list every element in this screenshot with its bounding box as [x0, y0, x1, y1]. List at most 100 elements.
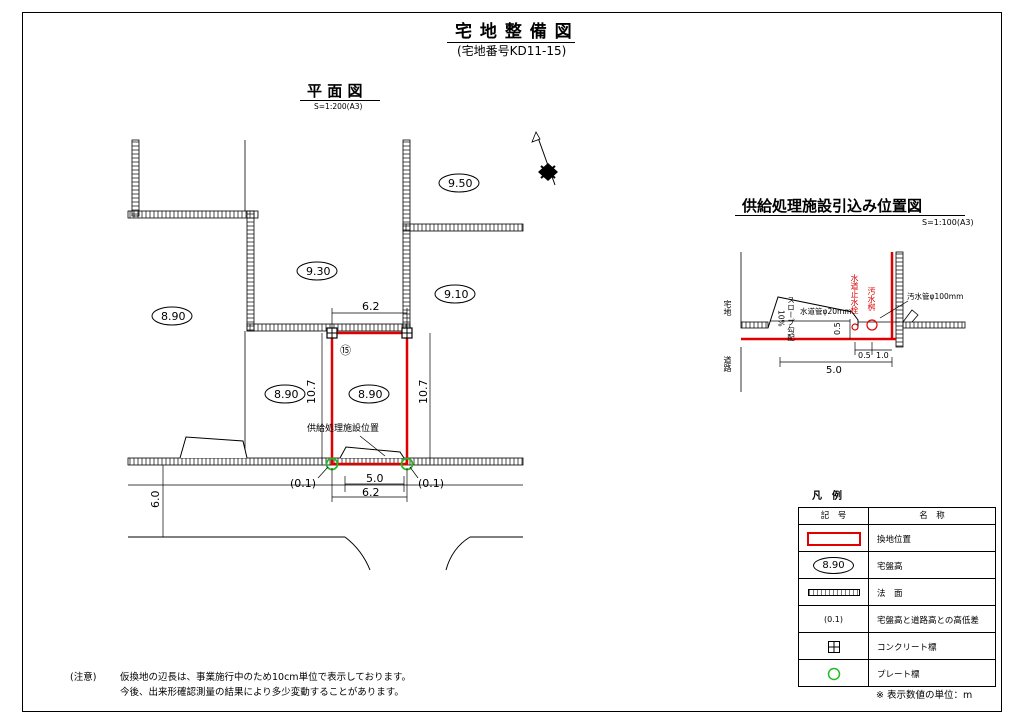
dimension-label: 5.0 — [366, 472, 384, 485]
legend-row: プレート標 — [799, 659, 995, 687]
supply-position-label: 供給処理施設位置 — [307, 424, 380, 434]
dimension-label: 0.5 — [858, 351, 871, 360]
elevation-ellipse — [348, 384, 390, 404]
legend-row: 8.90 宅盤高 — [799, 551, 995, 579]
elevation-ellipse — [434, 284, 476, 304]
leader-line — [409, 466, 419, 479]
supply-lot-label: 宅地 — [723, 300, 732, 316]
road-corner — [344, 536, 371, 571]
legend-symbol — [799, 579, 869, 606]
plan-title-underline — [300, 100, 380, 101]
legend-row: 法 面 — [799, 578, 995, 606]
slope-strip — [902, 321, 966, 329]
title-underline — [447, 42, 575, 43]
legend-symbol: (0.1) — [799, 606, 869, 633]
sewer-basin-label: 汚水桝 — [867, 287, 876, 311]
supply-road-label: 道路 — [723, 356, 732, 372]
height-diff-sample: (0.1) — [824, 615, 843, 624]
slope-strip — [127, 457, 524, 466]
legend-table: 記 号 名 称 換地位置 8.90 宅盤高 法 面 (0.1) 宅盤高と道路高と… — [798, 507, 996, 687]
road-corner — [445, 536, 471, 571]
legend-symbol — [799, 633, 869, 660]
legend-symbol: 8.90 — [799, 552, 869, 579]
water-pipe-label: 水道管φ20mm — [800, 307, 852, 316]
legend-symbol — [799, 525, 869, 552]
slope-sample — [807, 589, 860, 596]
unit-note: ※ 表示数値の単位：m — [876, 690, 973, 701]
water-valve-label: 水道止水栓 — [850, 274, 859, 314]
supply-view-scale: S=1:100(A3) — [922, 218, 974, 227]
concrete-marker-icon — [827, 640, 840, 653]
elevation-label: 8.90 — [358, 388, 383, 401]
dimension-label: 1.0 — [876, 351, 889, 360]
elevation-ellipse — [296, 261, 338, 281]
elevation-sample: 8.90 — [813, 557, 854, 574]
slope-strip — [740, 321, 769, 329]
legend-name: コンクリート標 — [877, 642, 937, 653]
sewer-basin-symbol — [866, 319, 878, 331]
lot-outline-sample — [806, 531, 861, 546]
legend-row: 換地位置 — [799, 524, 995, 552]
driveway-slope — [179, 436, 248, 459]
legend-symbol-header: 記 号 — [799, 508, 869, 524]
legend-name-header: 名 称 — [919, 511, 945, 521]
driveway-slope — [339, 446, 405, 459]
dimension-label: 5.0 — [826, 365, 842, 376]
leader-line — [359, 435, 386, 457]
slope-percent: 10% — [776, 310, 786, 327]
elevation-ellipse — [151, 306, 193, 326]
drawing-title: 宅 地 整 備 図 — [455, 22, 573, 42]
elevation-markers — [151, 173, 480, 404]
legend-row: コンクリート標 — [799, 632, 995, 660]
legend-name: プレート標 — [877, 669, 920, 680]
dimension-label: 6.2 — [362, 300, 380, 313]
elevation-label: 9.30 — [306, 265, 331, 278]
slope-label: スロープ勾配 — [786, 296, 796, 341]
drawing-frame — [22, 12, 1002, 712]
notes-label: (注意) — [70, 672, 97, 683]
dimension-label: 6.2 — [362, 486, 380, 499]
notes-line: 仮換地の辺長は、事業施行中のため10cm単位で表示しております。 — [120, 672, 412, 683]
north-arrow — [531, 131, 558, 186]
plan-view-title: 平 面 図 — [307, 82, 363, 100]
slope-strip — [131, 139, 140, 217]
slope-strip — [402, 139, 411, 332]
supply-title-underline — [735, 215, 965, 216]
drawing-subtitle: (宅地番号KD11-15) — [457, 44, 567, 58]
legend-name: 法 面 — [877, 588, 903, 599]
slope-strip — [895, 251, 904, 348]
elevation-label: 9.10 — [444, 288, 469, 301]
elevation-ellipse — [438, 173, 480, 193]
leader-line — [879, 300, 909, 319]
supply-view-title: 供給処理施設引込み位置図 — [742, 197, 923, 215]
dimension-label: 6.0 — [149, 490, 162, 509]
lot-number: ⑮ — [340, 344, 351, 357]
driveway-slope — [767, 296, 859, 329]
leader-line — [317, 466, 329, 479]
elevation-label: 8.90 — [161, 310, 186, 323]
height-diff-label: (0.1) — [418, 477, 445, 490]
water-valve-symbol — [851, 323, 859, 331]
dimension-label: 0.5 — [833, 322, 842, 335]
legend-title: 凡 例 — [812, 491, 842, 502]
elevation-label: 8.90 — [274, 388, 299, 401]
height-diff-label: (0.1) — [290, 477, 317, 490]
plan-view-scale: S=1:200(A3) — [314, 102, 363, 111]
dimension-label: 10.7 — [305, 379, 318, 405]
supply-detail-drawing — [740, 251, 966, 392]
elevation-label: 9.50 — [448, 177, 473, 190]
legend-row: (0.1) 宅盤高と道路高との高低差 — [799, 605, 995, 633]
legend-name: 宅盤高と道路高との高低差 — [877, 615, 979, 626]
legend-name: 換地位置 — [877, 534, 912, 545]
slope-strip — [246, 210, 255, 332]
plate-marker-icon — [827, 667, 840, 680]
legend-name: 宅盤高 — [877, 561, 903, 572]
notes-line: 今後、出来形確認測量の結果により多少変動することがあります。 — [120, 687, 404, 698]
elevation-ellipse — [264, 384, 306, 404]
lot-outline — [330, 331, 409, 466]
slope-strip — [402, 223, 524, 232]
dimension-label: 10.7 — [417, 379, 430, 405]
legend-symbol — [799, 660, 869, 687]
sewer-pipe-label: 汚水管φ100mm — [907, 292, 964, 301]
